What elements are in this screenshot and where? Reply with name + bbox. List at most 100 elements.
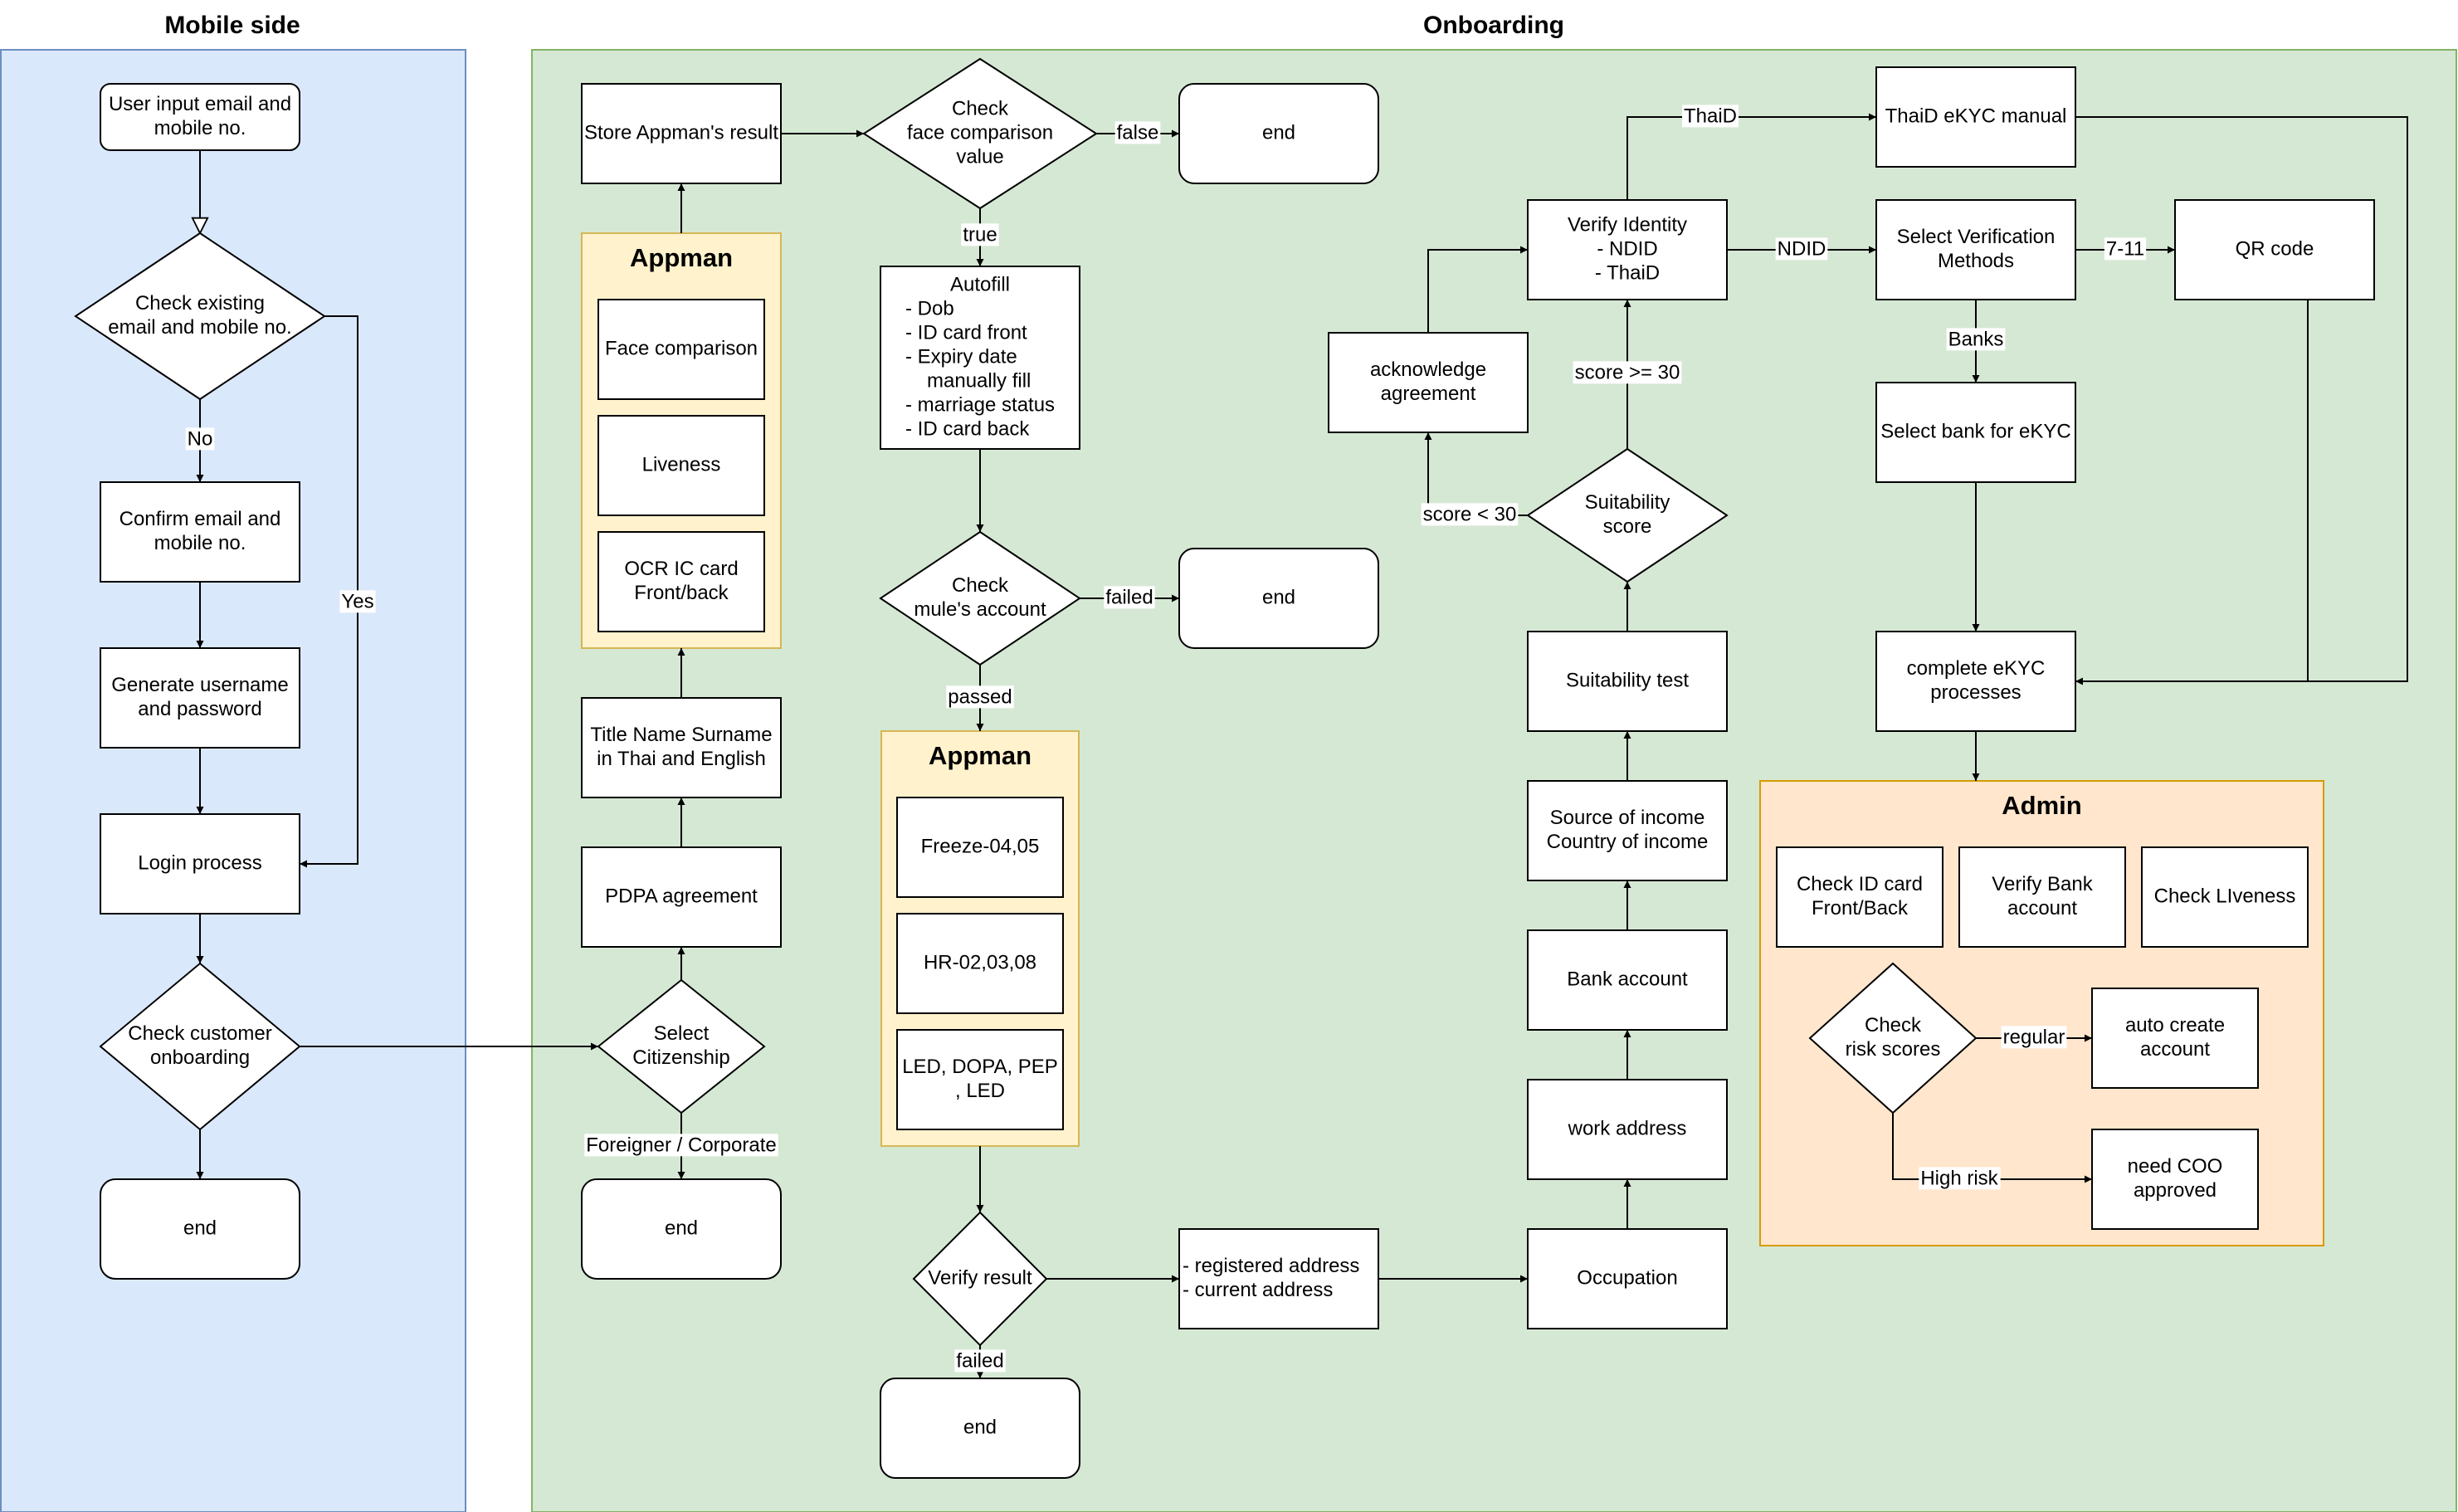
edge-label-text-false: false [1117, 121, 1159, 144]
node-text-end-verify-0: end [963, 1416, 997, 1438]
node-text-verify-identity-2: - ThaiD [1595, 261, 1660, 284]
node-text-verify-bank-0: Verify Bank [1992, 873, 2093, 895]
node-bank-account: Bank account [1527, 929, 1728, 1031]
node-text-face-comparison-0: Face comparison [605, 337, 758, 359]
lane-title-onboarding: Onboarding [1423, 12, 1564, 39]
edge-label-yes: Yes [339, 590, 376, 613]
node-text-check-existing-0: Check existing [135, 292, 265, 315]
node-store-result: Store Appman's result [581, 83, 782, 184]
node-text-confirm-email-0: Confirm email and [119, 508, 281, 530]
node-text-select-verification-1: Methods [1938, 250, 2014, 272]
node-text-complete-ekyc-0: complete eKYC [1907, 657, 2046, 680]
node-text-select-citizenship-0: Select [654, 1022, 710, 1045]
node-text-check-risk-0: Check [1865, 1014, 1922, 1036]
node-text-autofill-6: - ID card back [905, 417, 1030, 440]
edge-label-failed-verify: failed [954, 1349, 1006, 1373]
edge-label-text-foreigner: Foreigner / Corporate [586, 1134, 776, 1156]
node-verify-identity: Verify Identity- NDID- ThaiD [1527, 199, 1728, 300]
node-text-bank-account-0: Bank account [1567, 968, 1688, 990]
node-text-end-mobile-0: end [183, 1217, 217, 1239]
node-text-suitability-test-0: Suitability test [1566, 669, 1689, 691]
node-verify-result: Verify result [912, 1211, 1048, 1347]
node-thaid-manual: ThaiD eKYC manual [1875, 66, 2076, 168]
edge-4 [300, 315, 358, 868]
edge-label-seven-eleven: 7-11 [2104, 237, 2147, 261]
edge-label-high-risk: High risk [1919, 1167, 2001, 1190]
node-text-check-liveness-0: Check LIveness [2154, 885, 2296, 907]
edge-label-true: true [961, 223, 999, 246]
node-led: LED, DOPA, PEP, LED [896, 1029, 1064, 1130]
edge-label-text-passed: passed [948, 685, 1012, 708]
edge-label-text-thaid: ThaiD [1684, 105, 1737, 127]
node-text-thaid-manual-0: ThaiD eKYC manual [1885, 105, 2067, 127]
node-text-autofill-3: - Expiry date [905, 345, 1017, 368]
node-text-title-name-0: Title Name Surname [590, 724, 772, 746]
edge-label-score-low: score < 30 [1421, 503, 1519, 526]
edge-label-banks: Banks [1946, 328, 2006, 351]
node-text-confirm-email-1: mobile no. [154, 532, 246, 554]
edge-label-foreigner: Foreigner / Corporate [584, 1134, 778, 1157]
node-text-autofill-0: Autofill [950, 273, 1010, 295]
node-text-title-name-1: in Thai and English [597, 748, 766, 770]
node-text-pdpa-0: PDPA agreement [605, 885, 758, 907]
node-text-check-mule-1: mule's account [914, 598, 1046, 621]
group-title-admin: Admin [2002, 791, 2081, 820]
node-text-check-face-2: value [956, 145, 1003, 168]
node-text-select-citizenship-1: Citizenship [632, 1046, 729, 1069]
node-text-auto-create-1: account [2140, 1038, 2210, 1061]
node-text-ocr-1: Front/back [634, 582, 729, 604]
edge-label-text-regular: regular [2003, 1026, 2065, 1048]
edge-label-passed: passed [946, 685, 1014, 709]
node-text-end-face-0: end [1262, 121, 1295, 144]
node-text-suitability-score-1: score [1603, 515, 1652, 538]
node-text-ocr-0: OCR IC card [624, 558, 738, 580]
node-face-comparison: Face comparison [597, 299, 765, 400]
node-qr-code: QR code [2174, 199, 2375, 300]
node-occupation: Occupation [1527, 1228, 1728, 1329]
node-text-acknowledge-0: acknowledge [1370, 358, 1486, 381]
node-text-auto-create-0: auto create [2125, 1014, 2225, 1036]
node-end-face: end [1178, 83, 1379, 184]
node-text-check-face-1: face comparison [907, 121, 1053, 144]
node-text-autofill-1: - Dob [905, 297, 954, 319]
node-text-check-customer-0: Check customer [128, 1022, 271, 1045]
edge-label-text-yes: Yes [341, 590, 373, 612]
node-text-work-address-0: work address [1568, 1117, 1687, 1139]
node-text-login-process-0: Login process [138, 851, 261, 874]
node-text-generate-username-1: and password [138, 698, 261, 720]
edge-label-regular: regular [2001, 1026, 2067, 1049]
node-text-verify-result-0: Verify result [928, 1266, 1032, 1289]
node-text-autofill-4: manually fill [927, 369, 1031, 392]
node-text-led-1: , LED [955, 1080, 1005, 1102]
edge-label-text-score-high: score >= 30 [1575, 361, 1680, 383]
edge-label-text-banks: Banks [1948, 328, 2004, 350]
edge-label-text-seven-eleven: 7-11 [2106, 237, 2144, 260]
edge-label-text-no: No [188, 427, 213, 450]
node-text-occupation-0: Occupation [1577, 1266, 1677, 1289]
node-address: - registered address- current address [1178, 1228, 1379, 1329]
node-text-user-input-0: User input email and [109, 93, 291, 115]
node-text-check-existing-1: email and mobile no. [108, 316, 291, 339]
node-text-source-income-0: Source of income [1550, 807, 1705, 829]
node-text-check-face-0: Check [952, 97, 1009, 119]
node-text-check-id-card-1: Front/Back [1812, 897, 1909, 919]
node-end-mule: end [1178, 548, 1379, 649]
edge-31 [1626, 113, 1876, 200]
node-text-liveness-0: Liveness [642, 453, 721, 476]
edge-label-text-score-low: score < 30 [1423, 503, 1517, 525]
lane-title-mobile: Mobile side [164, 12, 300, 39]
edge-label-false: false [1114, 121, 1161, 144]
